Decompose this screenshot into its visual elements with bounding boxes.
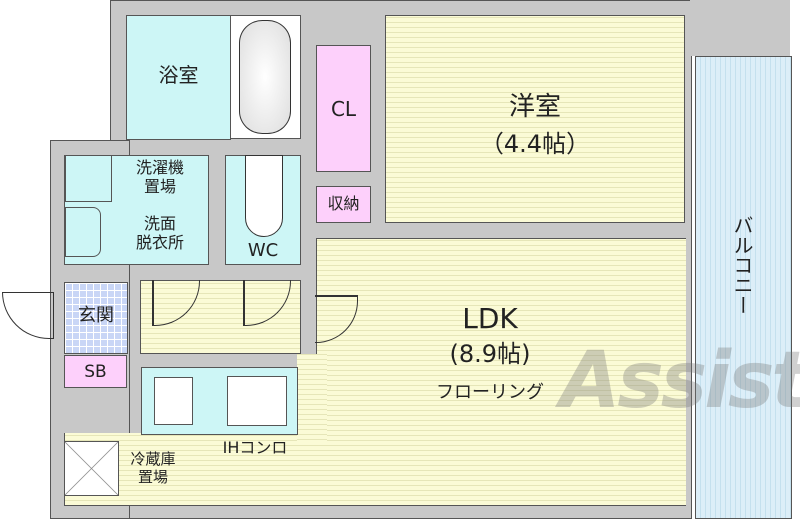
entrance <box>64 282 128 354</box>
storage-label: 収納 <box>327 194 360 213</box>
bathroom-label: 浴室 <box>158 63 199 87</box>
shoe-box <box>64 355 127 388</box>
washroom <box>64 155 209 265</box>
fridge-label-1: 冷蔵庫 <box>130 450 176 468</box>
ldk-kitchen-aisle <box>297 354 327 444</box>
entrance-label: 玄関 <box>78 305 114 326</box>
entrance-door[interactable] <box>2 292 54 339</box>
laundry-label-1: 洗濯機 <box>135 158 184 177</box>
shoe-box-label: SB <box>84 362 107 382</box>
ldk-size: (8.9帖) <box>449 340 531 368</box>
western-room-size: （4.4帖） <box>479 130 591 158</box>
fridge-label: 冷蔵庫置場 <box>118 450 188 486</box>
western-room-label: 洋室 <box>508 92 561 122</box>
sink-icon <box>227 376 287 426</box>
fridge-label-2: 置場 <box>137 468 168 486</box>
closet-top <box>316 15 371 47</box>
bathtub <box>230 15 301 139</box>
wash-label-2: 脱衣所 <box>135 233 184 253</box>
watermark-logo: Assist <box>560 336 800 426</box>
western-room <box>385 15 685 223</box>
stove-label: IHコンロ <box>222 438 288 457</box>
storage <box>316 186 371 223</box>
laundry-label: 洗濯機置場 <box>112 158 208 196</box>
wc-label: WC <box>247 240 279 261</box>
washing-machine-icon <box>65 155 112 202</box>
closet-label: CL <box>330 97 357 121</box>
fridge-space-icon <box>64 441 119 496</box>
laundry-label-2: 置場 <box>143 177 176 197</box>
wash-label-1: 洗面 <box>143 214 176 233</box>
balcony-label: バルコニー <box>730 215 754 315</box>
corner-wall <box>690 0 790 56</box>
wash-basin-icon <box>65 207 101 257</box>
bathtub-basin-icon <box>239 20 291 134</box>
wash-label: 洗面脱衣所 <box>112 214 208 252</box>
ih-stove-icon[interactable] <box>154 377 193 425</box>
ldk-lower <box>64 433 686 506</box>
bathroom <box>126 15 231 140</box>
closet <box>316 45 371 172</box>
balcony <box>695 56 792 519</box>
flooring-label: フローリング <box>436 382 544 403</box>
toilet-icon <box>245 155 283 237</box>
ldk-label: LDK <box>462 302 518 335</box>
